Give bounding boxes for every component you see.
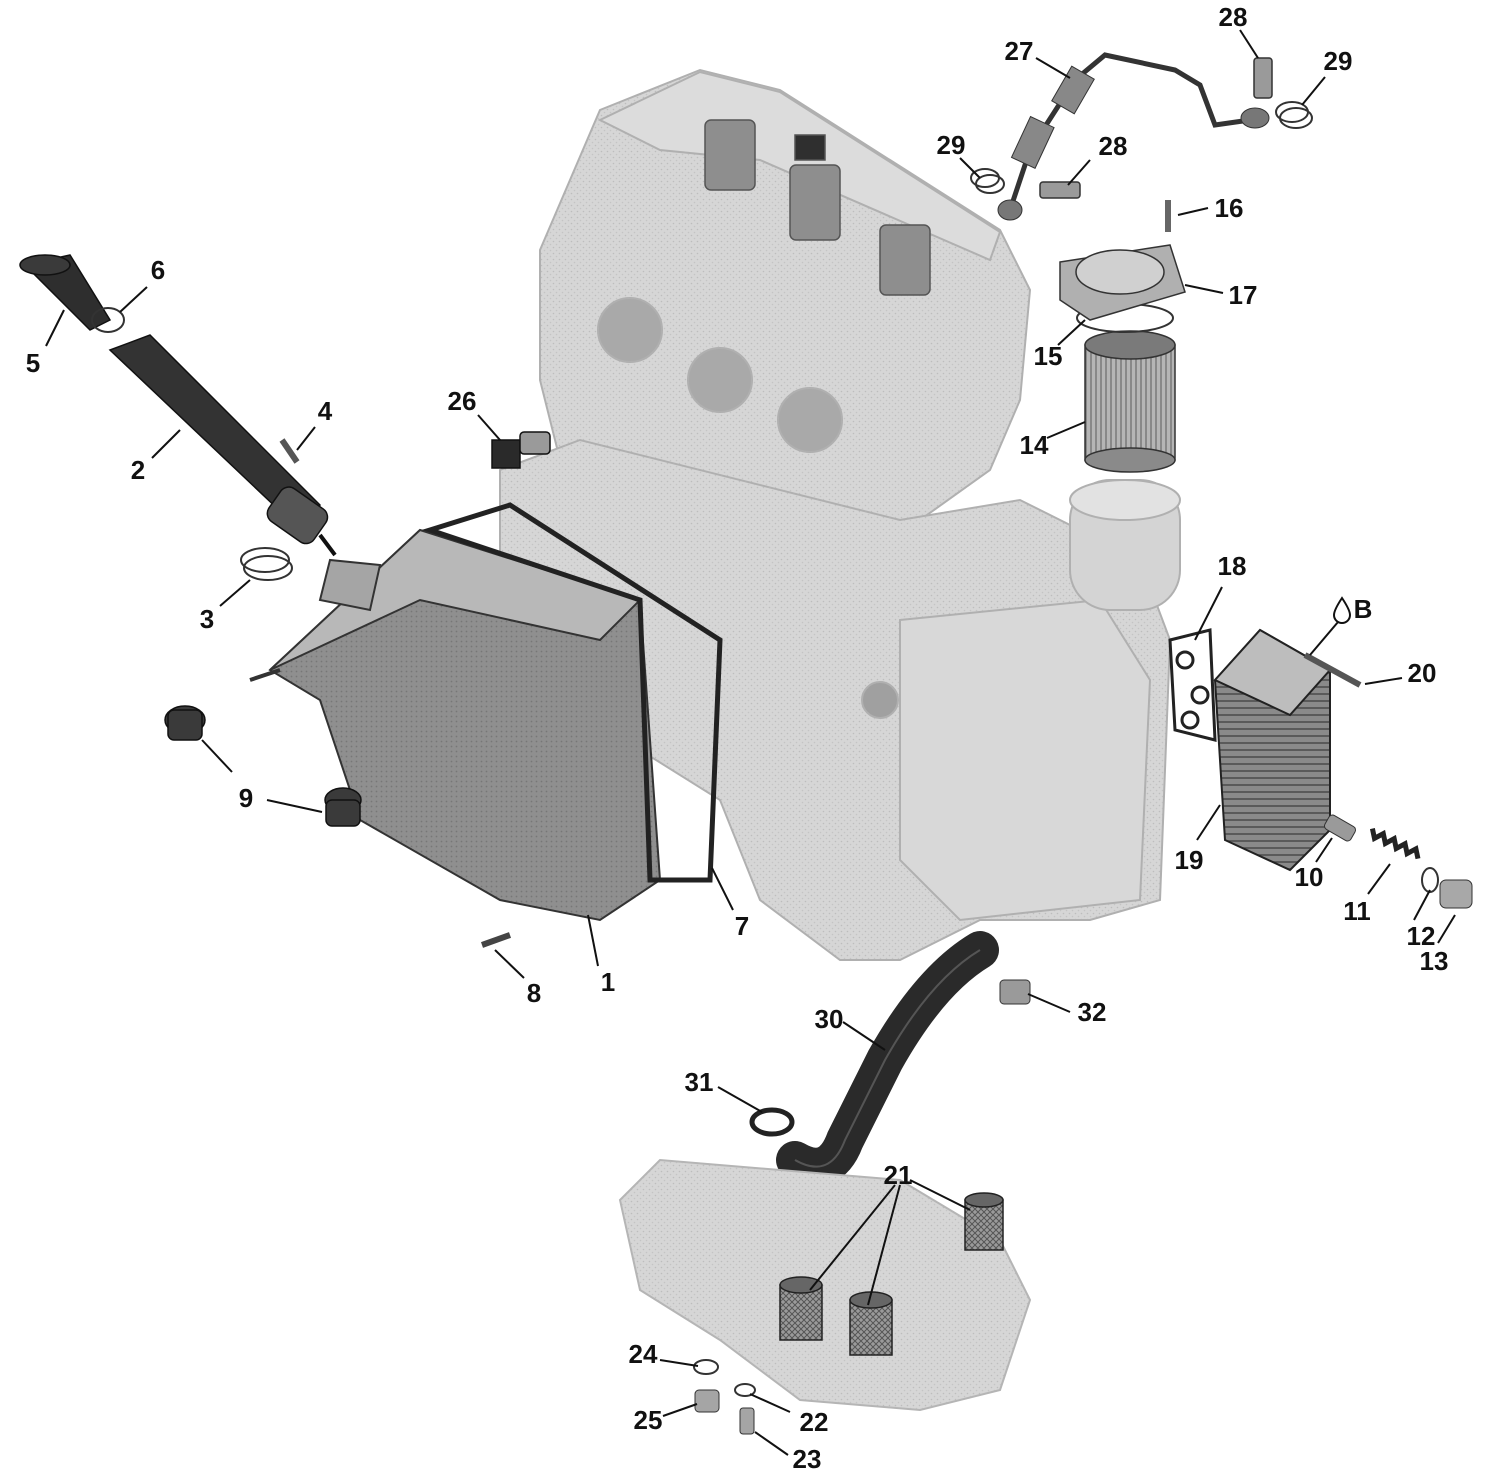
callout-13: 13 — [1419, 946, 1449, 976]
callout-6: 6 — [150, 255, 166, 285]
clutch-cover — [899, 598, 1152, 922]
callout-9: 9 — [238, 783, 254, 813]
callout-14: 14 — [1019, 430, 1049, 460]
lubricant-drop-icon — [1332, 596, 1352, 624]
oil-cooler-gasket — [1168, 628, 1217, 742]
callout-11: 11 — [1343, 896, 1371, 926]
callout-21: 21 — [883, 1160, 913, 1190]
cooler-screw — [1303, 652, 1362, 688]
engine-block — [499, 68, 1181, 961]
breather-hose — [776, 931, 999, 1186]
oil-pan-gasket — [421, 502, 723, 883]
relief-valve-plug — [1439, 879, 1473, 909]
callout-1: 1 — [600, 967, 616, 997]
relief-valve-piston — [1323, 814, 1357, 842]
callout-20: 20 — [1407, 658, 1437, 688]
dipstick-o-ring — [91, 307, 125, 333]
small-washer — [734, 1383, 756, 1397]
callout-8: 8 — [526, 978, 542, 1008]
callout-17: 17 — [1228, 280, 1258, 310]
drain-plug-25 — [694, 1389, 720, 1413]
callout-5: 5 — [25, 348, 41, 378]
dipstick-assembly — [19, 254, 337, 557]
callout-23: 23 — [792, 1444, 822, 1474]
callout-27: 27 — [1004, 36, 1034, 66]
drain-plugs — [164, 705, 362, 827]
intake-port-2 — [687, 347, 753, 413]
callout-7: 7 — [734, 911, 750, 941]
intake-port-3 — [777, 387, 843, 453]
callout-12: 12 — [1406, 921, 1436, 951]
callout-28-top: 28 — [1218, 2, 1248, 32]
callout-10: 10 — [1294, 862, 1324, 892]
oil-screens — [779, 1192, 1004, 1356]
oil-filter-cover — [1059, 244, 1186, 321]
relief-valve-o-ring — [1421, 867, 1439, 893]
tube-screw — [279, 438, 300, 464]
intake-port-1 — [597, 297, 663, 363]
callout-26: 26 — [447, 386, 477, 416]
dipstick-tube — [108, 334, 322, 532]
hose-fitting — [999, 979, 1031, 1005]
drain-plug-23 — [739, 1407, 755, 1435]
callout-25: 25 — [633, 1405, 663, 1435]
tube-o-ring — [240, 547, 290, 573]
callout-16: 16 — [1214, 193, 1244, 223]
drain-plug-washer — [693, 1359, 719, 1375]
callout-29-right: 29 — [1323, 46, 1353, 76]
relief-valve-spring — [1369, 828, 1421, 860]
oil-tank-lower — [618, 1158, 1032, 1412]
leader-lines — [45, 29, 1456, 1456]
hose-clamp — [749, 1107, 795, 1137]
callout-30: 30 — [814, 1004, 844, 1034]
banjo-bolts — [1039, 57, 1273, 199]
callout-22: 22 — [799, 1407, 829, 1437]
lubricant-label: B — [1353, 594, 1373, 624]
callout-2: 2 — [130, 455, 146, 485]
pan-screw — [480, 932, 512, 948]
callout-28-mid: 28 — [1098, 131, 1128, 161]
oil-filter — [1084, 330, 1176, 473]
ignition-coils — [704, 119, 931, 296]
oil-cooler — [1213, 628, 1332, 872]
callout-24: 24 — [628, 1339, 658, 1369]
callout-19: 19 — [1174, 845, 1204, 875]
callout-3: 3 — [199, 604, 215, 634]
callout-29-left: 29 — [936, 130, 966, 160]
callout-32: 32 — [1077, 997, 1107, 1027]
oil-pan — [249, 528, 662, 922]
oil-pressure-sensor — [491, 431, 551, 469]
callout-4: 4 — [317, 396, 333, 426]
callout-18: 18 — [1217, 551, 1247, 581]
callout-31: 31 — [684, 1067, 714, 1097]
callout-15: 15 — [1033, 341, 1063, 371]
sealing-rings — [970, 101, 1313, 194]
